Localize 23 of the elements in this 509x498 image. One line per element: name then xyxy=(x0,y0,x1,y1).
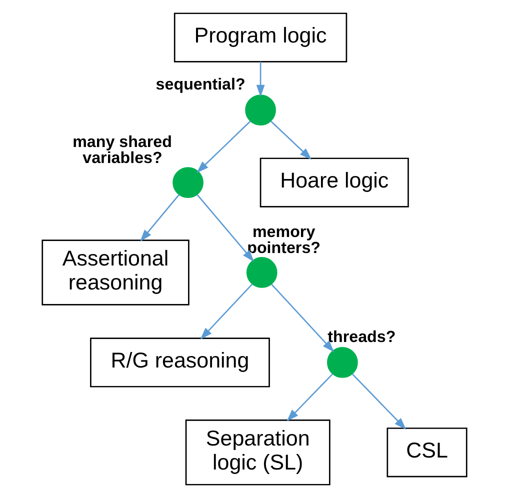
arrow xyxy=(196,194,254,262)
node-box: Hoare logic xyxy=(260,158,409,208)
node-label: memory pointers? xyxy=(247,223,321,258)
arrow xyxy=(196,120,251,173)
node-circle xyxy=(327,347,358,378)
node-box: Separation logic (SL) xyxy=(185,420,330,486)
arrow xyxy=(256,62,265,97)
arrow xyxy=(140,194,180,242)
node-label: many shared variables? xyxy=(72,133,172,168)
arrow xyxy=(200,284,253,340)
node-circle xyxy=(245,94,276,126)
node-label: threads? xyxy=(328,328,396,346)
arrow xyxy=(270,120,312,160)
arrow xyxy=(270,284,334,352)
node-box: Program logic xyxy=(174,12,348,62)
node-circle xyxy=(172,167,204,198)
arrow xyxy=(286,373,334,422)
node-circle xyxy=(246,257,278,288)
node-box: R/G reasoning xyxy=(90,338,270,388)
arrow xyxy=(352,373,406,430)
node-box: Assertional reasoning xyxy=(42,240,190,306)
node-box: CSL xyxy=(386,428,468,478)
node-label: sequential? xyxy=(156,75,246,94)
